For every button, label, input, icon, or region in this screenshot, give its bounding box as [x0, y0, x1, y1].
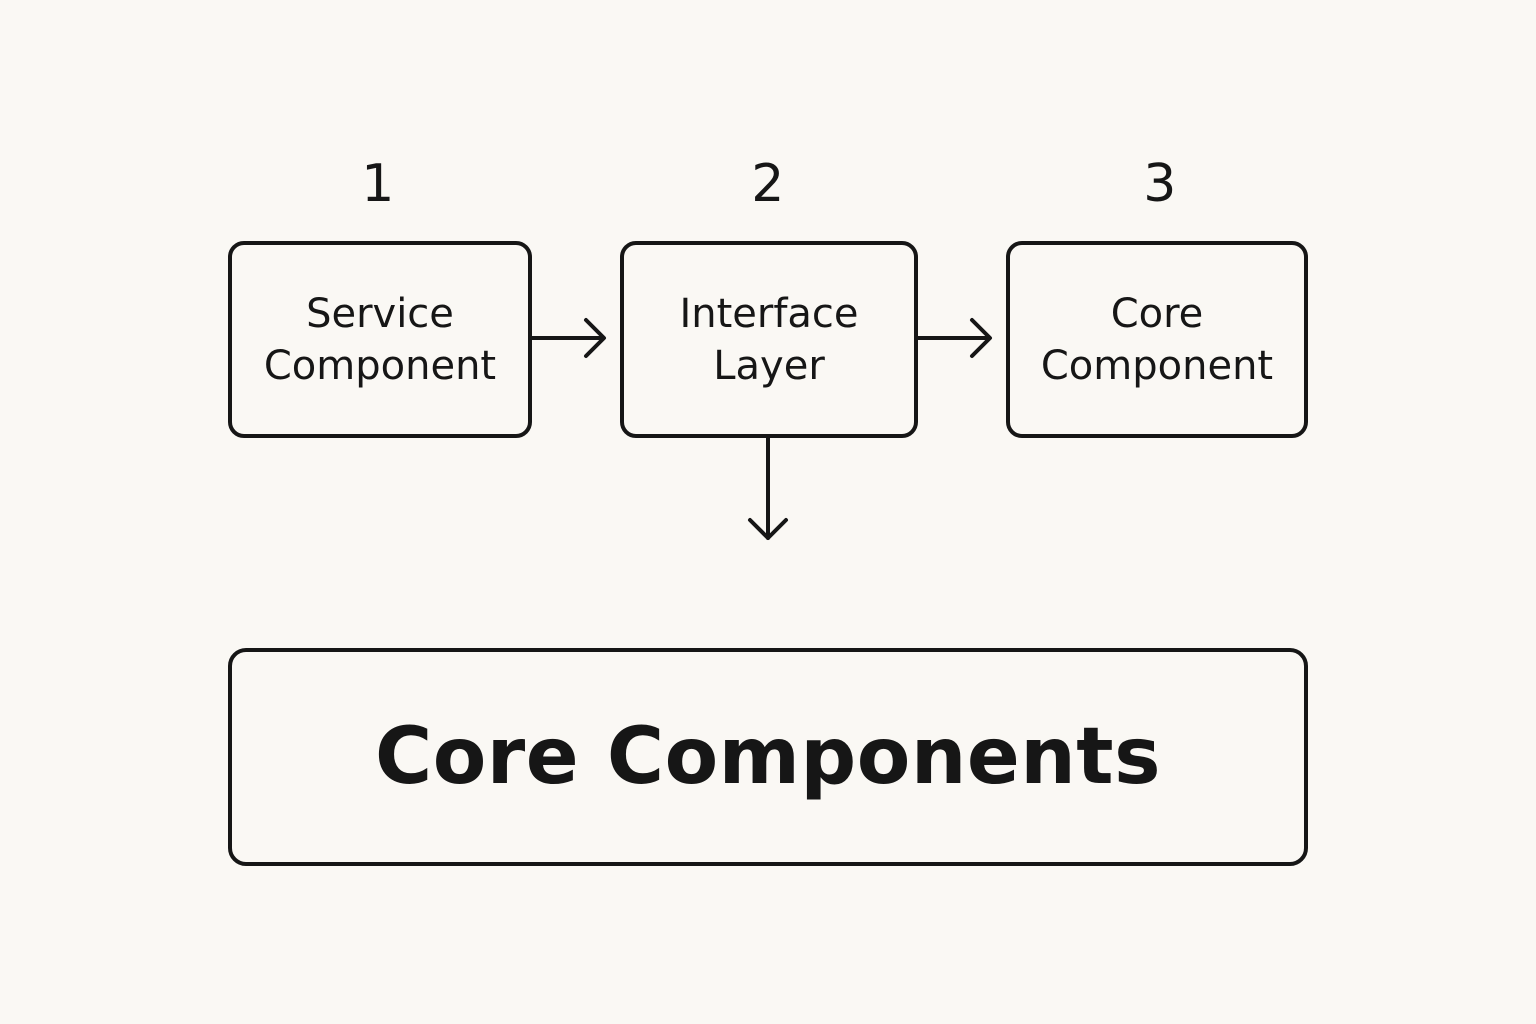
core-components-label: Core Components [374, 712, 1162, 802]
core-component-box: Core Component [1006, 241, 1308, 438]
node-label-line: Layer [713, 342, 825, 389]
core-components-box: Core Components [228, 648, 1308, 866]
step-number-3: 3 [1143, 154, 1177, 214]
node-label-line: Core [1110, 290, 1204, 337]
node-label-line: Service [306, 290, 454, 337]
interface-layer-box: Interface Layer [620, 241, 918, 438]
step-number-1: 1 [361, 154, 395, 214]
arrow-interface-to-core [916, 318, 992, 358]
step-number-2: 2 [751, 154, 785, 214]
arrow-interface-down [748, 436, 788, 540]
node-label-line: Interface [679, 290, 859, 337]
arrow-service-to-interface [530, 318, 606, 358]
node-label-line: Component [1040, 342, 1274, 389]
service-component-box: Service Component [228, 241, 532, 438]
node-label-line: Component [263, 342, 497, 389]
